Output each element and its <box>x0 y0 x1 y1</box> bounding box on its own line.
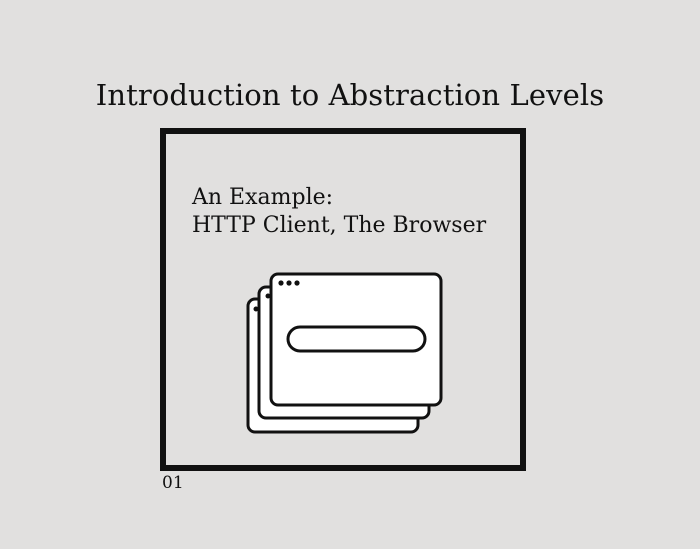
browser-window-front <box>269 272 443 407</box>
example-heading: An Example: HTTP Client, The Browser <box>192 184 486 240</box>
address-bar <box>286 325 427 353</box>
example-heading-line-1: An Example: <box>192 185 334 210</box>
window-control-dot <box>278 280 284 286</box>
window-control-dot <box>286 280 292 286</box>
page-title: Introduction to Abstraction Levels <box>95 78 605 112</box>
example-heading-line-2: HTTP Client, The Browser <box>192 213 487 238</box>
window-control-dot <box>294 280 300 286</box>
slide-number: 01 <box>162 473 184 493</box>
